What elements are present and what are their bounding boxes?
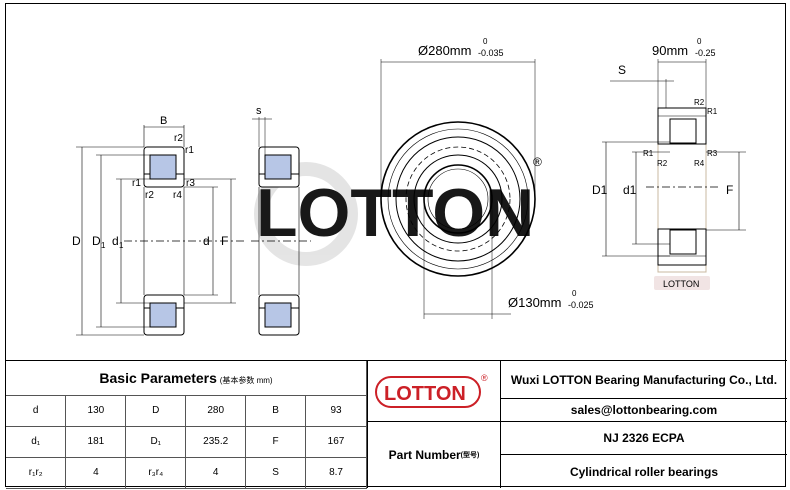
- width-tol-lower: -0.25: [695, 48, 716, 58]
- label-r2-mid: r2: [145, 190, 154, 201]
- outer-tol-lower: -0.035: [478, 48, 504, 58]
- technical-drawing: LOTTON: [6, 4, 787, 360]
- param-name: r₃r₄: [125, 456, 187, 489]
- bearing-type: Cylindrical roller bearings: [500, 455, 787, 488]
- label-R3: R3: [707, 149, 718, 158]
- label-r1-top: r1: [185, 145, 194, 156]
- label-r4: r4: [173, 190, 182, 201]
- company-email: sales@lottonbearing.com: [500, 399, 787, 422]
- label-d1-sub: 1: [119, 241, 124, 250]
- width-label: 90mm: [652, 43, 688, 58]
- right-section-view: [602, 59, 746, 273]
- params-subtitle: (基本参数 mm): [219, 375, 273, 385]
- param-value: 181: [65, 425, 127, 458]
- label-D1-right: D1: [592, 183, 608, 197]
- param-value: 280: [185, 394, 247, 427]
- registered-mark: ®: [533, 155, 542, 169]
- part-number-sublabel: (型号): [460, 452, 480, 459]
- logo-text: LOTTON: [384, 383, 466, 405]
- label-F: F: [221, 234, 228, 248]
- label-d1-right: d1: [623, 183, 637, 197]
- watermark-text: LOTTON: [256, 175, 534, 251]
- part-number-value: NJ 2326 ECPA: [500, 422, 787, 455]
- label-d: d: [203, 234, 210, 248]
- label-R1-left: R1: [643, 149, 654, 158]
- param-name: r₁r₂: [6, 456, 67, 489]
- label-d1: d: [112, 234, 119, 248]
- drawing-sheet: LOTTON: [5, 3, 787, 489]
- param-value: 235.2: [185, 425, 247, 458]
- label-B: B: [160, 115, 167, 127]
- front-view: [380, 59, 536, 319]
- info-block: Basic Parameters (基本参数 mm) d 130 D 280 B…: [6, 360, 787, 489]
- param-value: 130: [65, 394, 127, 427]
- inner-tol-lower: -0.025: [568, 300, 594, 310]
- width-tol-upper: 0: [697, 37, 702, 46]
- param-value: 4: [65, 456, 127, 489]
- params-header: Basic Parameters (基本参数 mm): [6, 361, 367, 396]
- label-R2-top: R2: [694, 98, 705, 107]
- left-view-labels: B r2 r1 r1 r2 r3 r4 D D 1 d 1 d F: [72, 115, 228, 250]
- outer-tol-upper: 0: [483, 37, 488, 46]
- label-D: D: [72, 234, 81, 248]
- front-view-labels: Ø280mm 0 -0.035 Ø130mm 0 -0.025 ®: [418, 37, 594, 310]
- label-r2-top: r2: [174, 133, 183, 144]
- inner-diameter-label: Ø130mm: [508, 295, 561, 310]
- param-name: d₁: [6, 425, 67, 458]
- params-row: d₁ 181 D₁ 235.2 F 167: [6, 425, 367, 458]
- param-value: 8.7: [305, 456, 367, 489]
- left-section-view: [76, 125, 246, 336]
- param-name: B: [245, 394, 307, 427]
- param-name: D: [125, 394, 187, 427]
- param-name: S: [245, 456, 307, 489]
- basic-parameters-table: Basic Parameters (基本参数 mm) d 130 D 280 B…: [6, 361, 367, 489]
- param-name: d: [6, 394, 67, 427]
- label-R1-top: R1: [707, 107, 718, 116]
- right-view-labels: 90mm 0 -0.25 S R2 R1 R1 R2 R3 R4 D1 d1 F…: [592, 37, 733, 290]
- params-title: Basic Parameters: [99, 369, 217, 386]
- label-S: S: [618, 63, 626, 77]
- param-name: D₁: [125, 425, 187, 458]
- logo-cell: LOTTON ®: [367, 361, 500, 422]
- param-value: 93: [305, 394, 367, 427]
- param-name: F: [245, 425, 307, 458]
- company-name: Wuxi LOTTON Bearing Manufacturing Co., L…: [500, 361, 787, 399]
- inner-tol-upper: 0: [572, 289, 577, 298]
- watermark: LOTTON: [254, 162, 534, 266]
- outer-diameter-label: Ø280mm: [418, 43, 471, 58]
- label-D1: D: [92, 234, 101, 248]
- part-number-label: Part Number: [388, 448, 461, 462]
- label-R4: R4: [694, 159, 705, 168]
- label-r1-mid: r1: [132, 178, 141, 189]
- label-F-right: F: [726, 183, 733, 197]
- logo-registered-mark: ®: [481, 373, 488, 383]
- side-profile-view: [251, 117, 311, 336]
- part-number-label-cell: Part Number(型号): [367, 422, 500, 488]
- params-row: d 130 D 280 B 93: [6, 394, 367, 427]
- drawing-canvas: LOTTON: [72, 37, 746, 336]
- params-row: r₁r₂ 4 r₃r₄ 4 S 8.7: [6, 456, 367, 489]
- label-r3: r3: [186, 178, 195, 189]
- param-value: 167: [305, 425, 367, 458]
- brand-tag: LOTTON: [663, 279, 699, 289]
- label-s: s: [256, 105, 262, 117]
- label-R2-left: R2: [657, 159, 668, 168]
- lotton-logo: LOTTON ®: [375, 373, 488, 408]
- label-D1-sub: 1: [101, 241, 106, 250]
- param-value: 4: [185, 456, 247, 489]
